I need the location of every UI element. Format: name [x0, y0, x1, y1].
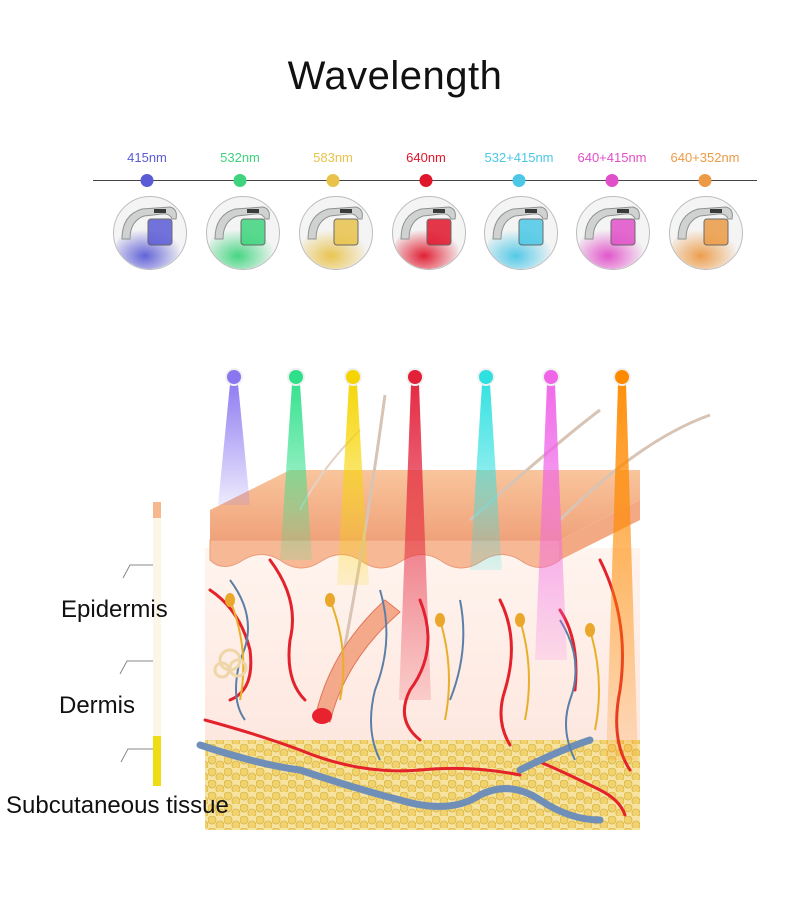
wavelength-label-532-415: 532+415nm — [484, 150, 554, 165]
light-emitter — [225, 368, 243, 386]
led-mask-thumbnail — [576, 196, 650, 270]
wavelength-label-640-352: 640+352nm — [670, 150, 740, 165]
page-title: Wavelength — [287, 54, 503, 98]
hair-follicle — [314, 599, 401, 723]
wavelength-label-640-415: 640+415nm — [577, 150, 647, 165]
wavelength-dot — [512, 174, 526, 187]
wavelength-label-583: 583nm — [313, 150, 353, 165]
epidermis-leader-line — [122, 564, 153, 579]
light-beam — [218, 384, 250, 505]
led-mask-thumbnail — [392, 196, 466, 270]
small-veins — [229, 579, 577, 761]
epidermis-bar-marker — [153, 502, 161, 518]
light-emitter — [287, 368, 305, 386]
dermis-bar-marker — [153, 518, 161, 736]
wavelength-dot — [605, 174, 619, 187]
light-beam — [535, 384, 567, 660]
light-beam — [399, 384, 431, 700]
light-emitter — [344, 368, 362, 386]
wavelength-label-532: 532nm — [220, 150, 260, 165]
wavelength-dot — [326, 174, 340, 187]
nerves — [229, 599, 600, 731]
subcutaneous-bar-marker — [153, 736, 161, 786]
led-mask-thumbnail — [206, 196, 280, 270]
subcutaneous-fat-layer — [205, 735, 640, 830]
light-emitter — [477, 368, 495, 386]
light-emitter — [613, 368, 631, 386]
layer-label-dermis: Dermis — [59, 692, 135, 719]
hair-strand — [558, 413, 711, 522]
wavelength-dot — [698, 174, 712, 187]
sweat-gland — [213, 648, 248, 679]
dermis-leader-line — [119, 660, 153, 675]
veins — [196, 736, 604, 824]
hair-bulb — [312, 708, 332, 724]
layer-label-epidermis: Epidermis — [61, 596, 168, 623]
light-beam — [606, 384, 638, 760]
led-mask-thumbnail — [669, 196, 743, 270]
wavelength-label-640: 640nm — [406, 150, 446, 165]
led-mask-thumbnail — [299, 196, 373, 270]
wavelength-label-415: 415nm — [127, 150, 167, 165]
light-beams — [218, 368, 638, 760]
light-emitter — [406, 368, 424, 386]
layer-label-subcutaneous: Subcutaneous tissue — [6, 792, 229, 819]
light-beam — [280, 384, 312, 560]
skin-cross-section — [119, 368, 711, 830]
light-emitter — [542, 368, 560, 386]
light-beam — [337, 384, 369, 585]
wavelength-dot — [233, 174, 247, 187]
wavelength-dot — [140, 174, 154, 187]
led-mask-thumbnail — [113, 196, 187, 270]
wavelength-dot — [419, 174, 433, 187]
light-beam — [470, 384, 502, 570]
nerve-endings — [225, 593, 595, 637]
led-mask-thumbnail — [484, 196, 558, 270]
subcutaneous-leader-line — [120, 748, 153, 763]
epidermis-layer — [210, 470, 640, 540]
